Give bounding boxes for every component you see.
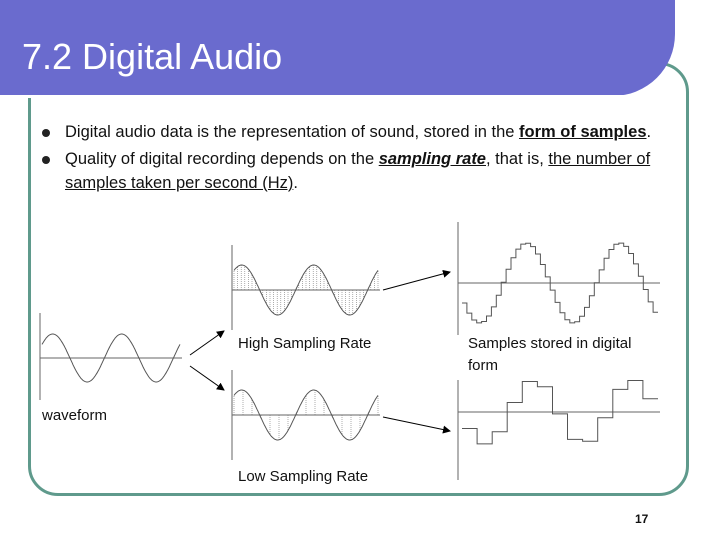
slide-title: 7.2 Digital Audio <box>22 36 283 77</box>
stored-samples-label: Samples stored in digital form <box>468 333 631 377</box>
low-sampling-rate-label: Low Sampling Rate <box>238 468 369 485</box>
high-rate-curve <box>233 264 379 316</box>
stored-high-step-signal <box>462 242 658 324</box>
page-number: 17 <box>635 512 649 526</box>
stored-samples-label-line2: form <box>468 357 498 374</box>
high-sampling-plot <box>231 245 380 330</box>
bullet-text-end: . <box>293 174 298 192</box>
waveform-plot <box>39 313 182 400</box>
bullet-dot-icon <box>42 129 50 137</box>
term-form-of-samples: form of samples <box>519 123 647 141</box>
bullet-text: Quality of digital recording depends on … <box>65 150 379 168</box>
samples-per-second-definition: the number of samples taken per second (… <box>65 150 651 192</box>
high-sampling-rate-label: High Sampling Rate <box>238 335 372 352</box>
high-rate-sample-stems <box>233 265 379 315</box>
stored-low-plot <box>457 380 660 480</box>
bullet-text-mid: , that is, <box>486 150 549 168</box>
low-sampling-plot <box>231 370 380 460</box>
low-rate-curve <box>233 389 379 441</box>
stored-high-plot <box>457 222 660 335</box>
arrow-to-stored-low <box>382 416 451 434</box>
bullet-text: Digital audio data is the representation… <box>65 123 520 141</box>
waveform-curve <box>41 333 181 383</box>
arrow-to-low-rate <box>189 365 225 391</box>
bullet-item-sampling-rate: Quality of digital recording depends on … <box>40 147 660 195</box>
stored-low-step-signal <box>462 380 658 445</box>
low-rate-sample-stems <box>233 390 379 440</box>
title-bar: 7.2 Digital Audio <box>0 0 675 96</box>
slide-frame <box>28 62 689 496</box>
bullet-text-end: . <box>646 123 652 141</box>
arrow-to-stored-high <box>382 269 451 291</box>
bullet-dot-icon <box>42 156 50 164</box>
arrow-to-high-rate <box>189 330 225 356</box>
waveform-label: waveform <box>42 407 108 424</box>
bullet-list: Digital audio data is the representation… <box>40 120 660 198</box>
term-sampling-rate: sampling rate <box>378 150 486 168</box>
title-divider <box>0 95 642 98</box>
bullet-item-samples: Digital audio data is the representation… <box>40 120 660 144</box>
stored-samples-label-line1: Samples stored in digital <box>468 335 632 352</box>
